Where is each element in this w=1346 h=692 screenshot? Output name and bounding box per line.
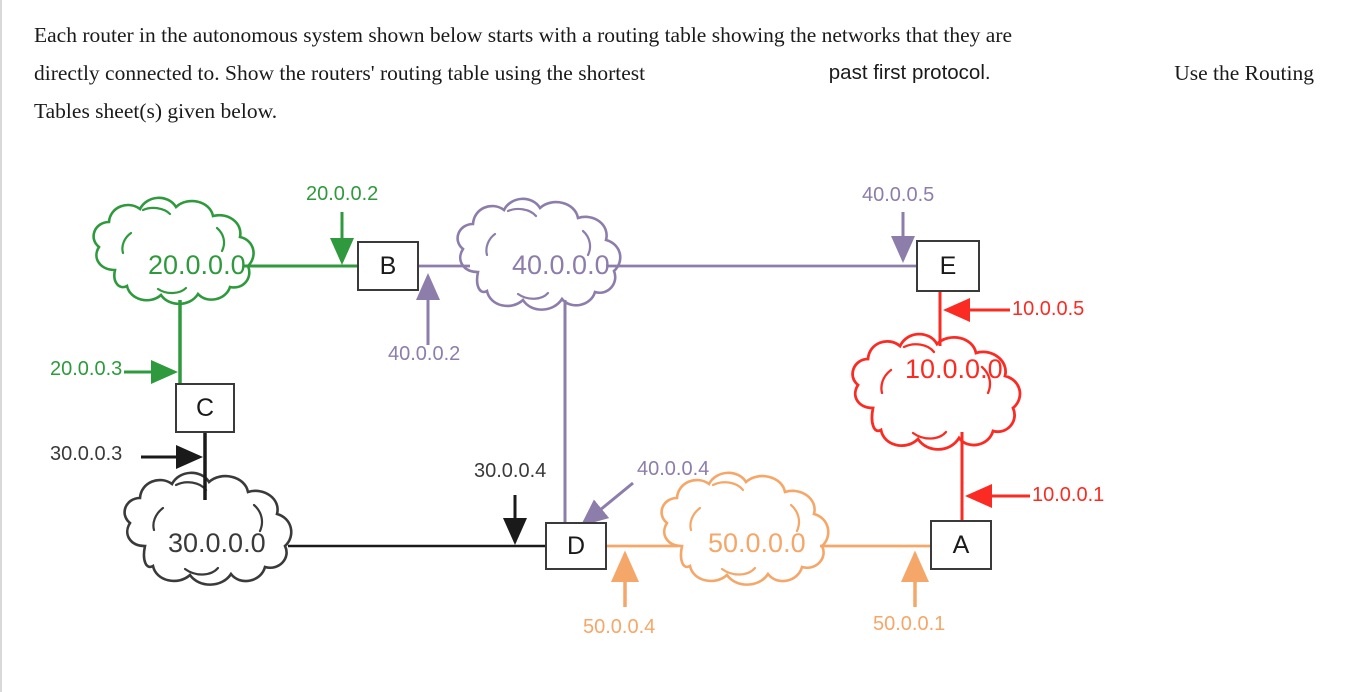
interface-label-30-0-0-4: 30.0.0.4 [474, 460, 547, 482]
page-left-rule [0, 0, 2, 692]
interface-label-10-0-0-1: 10.0.0.1 [1032, 484, 1105, 506]
cloud-shape-40 [456, 197, 622, 311]
interface-label-40-0-0-4: 40.0.0.4 [637, 458, 710, 480]
router-b[interactable]: B [357, 241, 419, 291]
router-c[interactable]: C [175, 383, 235, 433]
interface-label-50-0-0-1: 50.0.0.1 [873, 613, 946, 635]
cloud-shape-10 [851, 332, 1022, 451]
router-c-label: C [195, 393, 215, 422]
cloud-label-10: 10.0.0.0 [905, 354, 1003, 384]
cloud-shape-50 [660, 471, 830, 586]
question-line-2: directly connected to. Show the routers'… [34, 54, 1314, 92]
question-line-1: Each router in the autonomous system sho… [34, 23, 1013, 47]
interface-label-20-0-0-3: 20.0.0.3 [50, 358, 123, 380]
router-a[interactable]: A [930, 520, 992, 570]
question-line-3: Tables sheet(s) given below. [34, 99, 278, 123]
arrow-40-0-0-4 [580, 481, 634, 526]
question-line-2-part-c: Use the Routing [1174, 61, 1314, 85]
cloud-shape-20 [92, 196, 255, 306]
question-line-2-part-a: directly connected to. Show the routers'… [34, 61, 646, 85]
question-text: Each router in the autonomous system sho… [34, 16, 1314, 130]
router-e[interactable]: E [916, 240, 980, 292]
cloud-label-30: 30.0.0.0 [168, 528, 266, 558]
router-d-label: D [566, 531, 586, 560]
interface-label-40-0-0-2: 40.0.0.2 [388, 343, 461, 365]
interface-label-50-0-0-4: 50.0.0.4 [583, 616, 656, 638]
router-e-label: E [939, 251, 957, 280]
cloud-label-40: 40.0.0.0 [512, 250, 610, 280]
question-protocol-name: past first protocol. [828, 61, 991, 84]
router-a-label: A [952, 530, 970, 559]
network-diagram: 20.0.0.0 40.0.0.0 10.0.0.0 30.0.0.0 50.0… [0, 150, 1346, 692]
cloud-label-20: 20.0.0.0 [148, 250, 246, 280]
interface-label-30-0-0-3: 30.0.0.3 [50, 443, 123, 465]
diagram-vector-layer [92, 196, 1030, 607]
interface-label-40-0-0-5: 40.0.0.5 [862, 184, 935, 206]
router-b-label: B [379, 251, 397, 280]
cloud-label-50: 50.0.0.0 [708, 528, 806, 558]
router-d[interactable]: D [545, 522, 607, 570]
interface-label-20-0-0-2: 20.0.0.2 [306, 183, 379, 205]
interface-label-10-0-0-5: 10.0.0.5 [1012, 298, 1085, 320]
